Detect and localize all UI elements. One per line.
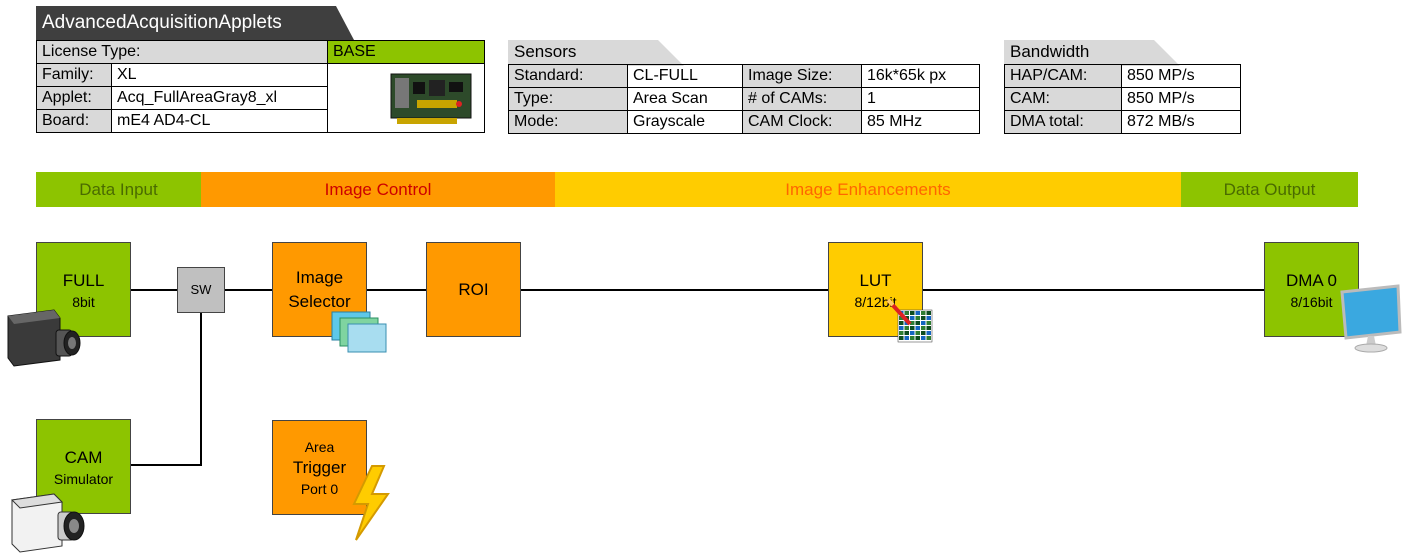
sensor-value: Area Scan — [627, 87, 743, 111]
lut-grid-icon — [886, 298, 933, 343]
camera-icon — [7, 309, 81, 367]
bandwidth-label: HAP/CAM: — [1004, 64, 1122, 88]
applet-value: Acq_FullAreaGray8_xl — [111, 86, 328, 110]
bandwidth-label: DMA total: — [1004, 110, 1122, 134]
lightning-icon — [352, 465, 390, 541]
license-table: License Type: BASE Family: XL Applet: Ac… — [36, 40, 485, 133]
bandwidth-value: 850 MP/s — [1121, 64, 1241, 88]
sensor-label: CAM Clock: — [742, 110, 862, 134]
bandwidth-label: CAM: — [1004, 87, 1122, 111]
bandwidth-value: 872 MB/s — [1121, 110, 1241, 134]
block-sublabel: 8/16bit — [1290, 293, 1333, 310]
roi-block[interactable]: ROI — [426, 242, 521, 337]
block-label: ROI — [458, 279, 489, 299]
block-label: Area — [304, 438, 335, 455]
family-label: Family: — [36, 63, 112, 87]
block-label: LUT — [859, 270, 892, 290]
monitor-icon — [1340, 284, 1402, 353]
phase-data-output: Data Output — [1181, 172, 1358, 207]
bandwidth-title: Bandwidth — [1004, 40, 1180, 66]
block-label: Selector — [288, 291, 351, 311]
sensors-table: Standard: CL-FULL Image Size: 16k*65k px… — [508, 64, 980, 134]
license-type-label: License Type: — [36, 40, 328, 64]
cam-simulator-block[interactable]: CAM Simulator — [36, 419, 131, 514]
block-label: Image — [295, 267, 344, 287]
camera-simulator-icon — [10, 493, 85, 553]
sensor-label: # of CAMs: — [742, 87, 862, 111]
board-label: Board: — [36, 109, 112, 133]
image-stack-icon — [331, 311, 387, 353]
block-label: CAM — [64, 447, 103, 467]
phase-image-enhancements: Image Enhancements — [555, 172, 1181, 207]
area-trigger-block[interactable]: Area Trigger Port 0 — [272, 420, 367, 515]
frame-grabber-board-image — [390, 73, 472, 124]
phase-image-control: Image Control — [201, 172, 555, 207]
block-sublabel: Port 0 — [300, 480, 339, 497]
phase-data-input: Data Input — [36, 172, 201, 207]
block-sublabel: Simulator — [53, 470, 114, 487]
sensor-label: Mode: — [508, 110, 628, 134]
bandwidth-table: HAP/CAM: 850 MP/s CAM: 850 MP/s DMA tota… — [1004, 64, 1241, 134]
family-value: XL — [111, 63, 328, 87]
block-label: FULL — [62, 270, 105, 290]
sensor-label: Standard: — [508, 64, 628, 88]
applet-title: AdvancedAcquisitionApplets — [36, 6, 354, 40]
sensors-title: Sensors — [508, 40, 684, 66]
block-label: DMA 0 — [1285, 270, 1338, 290]
license-type-value: BASE — [327, 40, 485, 64]
board-value: mE4 AD4-CL — [111, 109, 328, 133]
block-sublabel: 8bit — [72, 293, 95, 310]
applet-label: Applet: — [36, 86, 112, 110]
switch-block[interactable]: SW — [177, 267, 225, 313]
block-label: Trigger — [292, 457, 347, 477]
sensor-value: 85 MHz — [861, 110, 980, 134]
block-sublabel: 8/12bit — [854, 293, 897, 310]
